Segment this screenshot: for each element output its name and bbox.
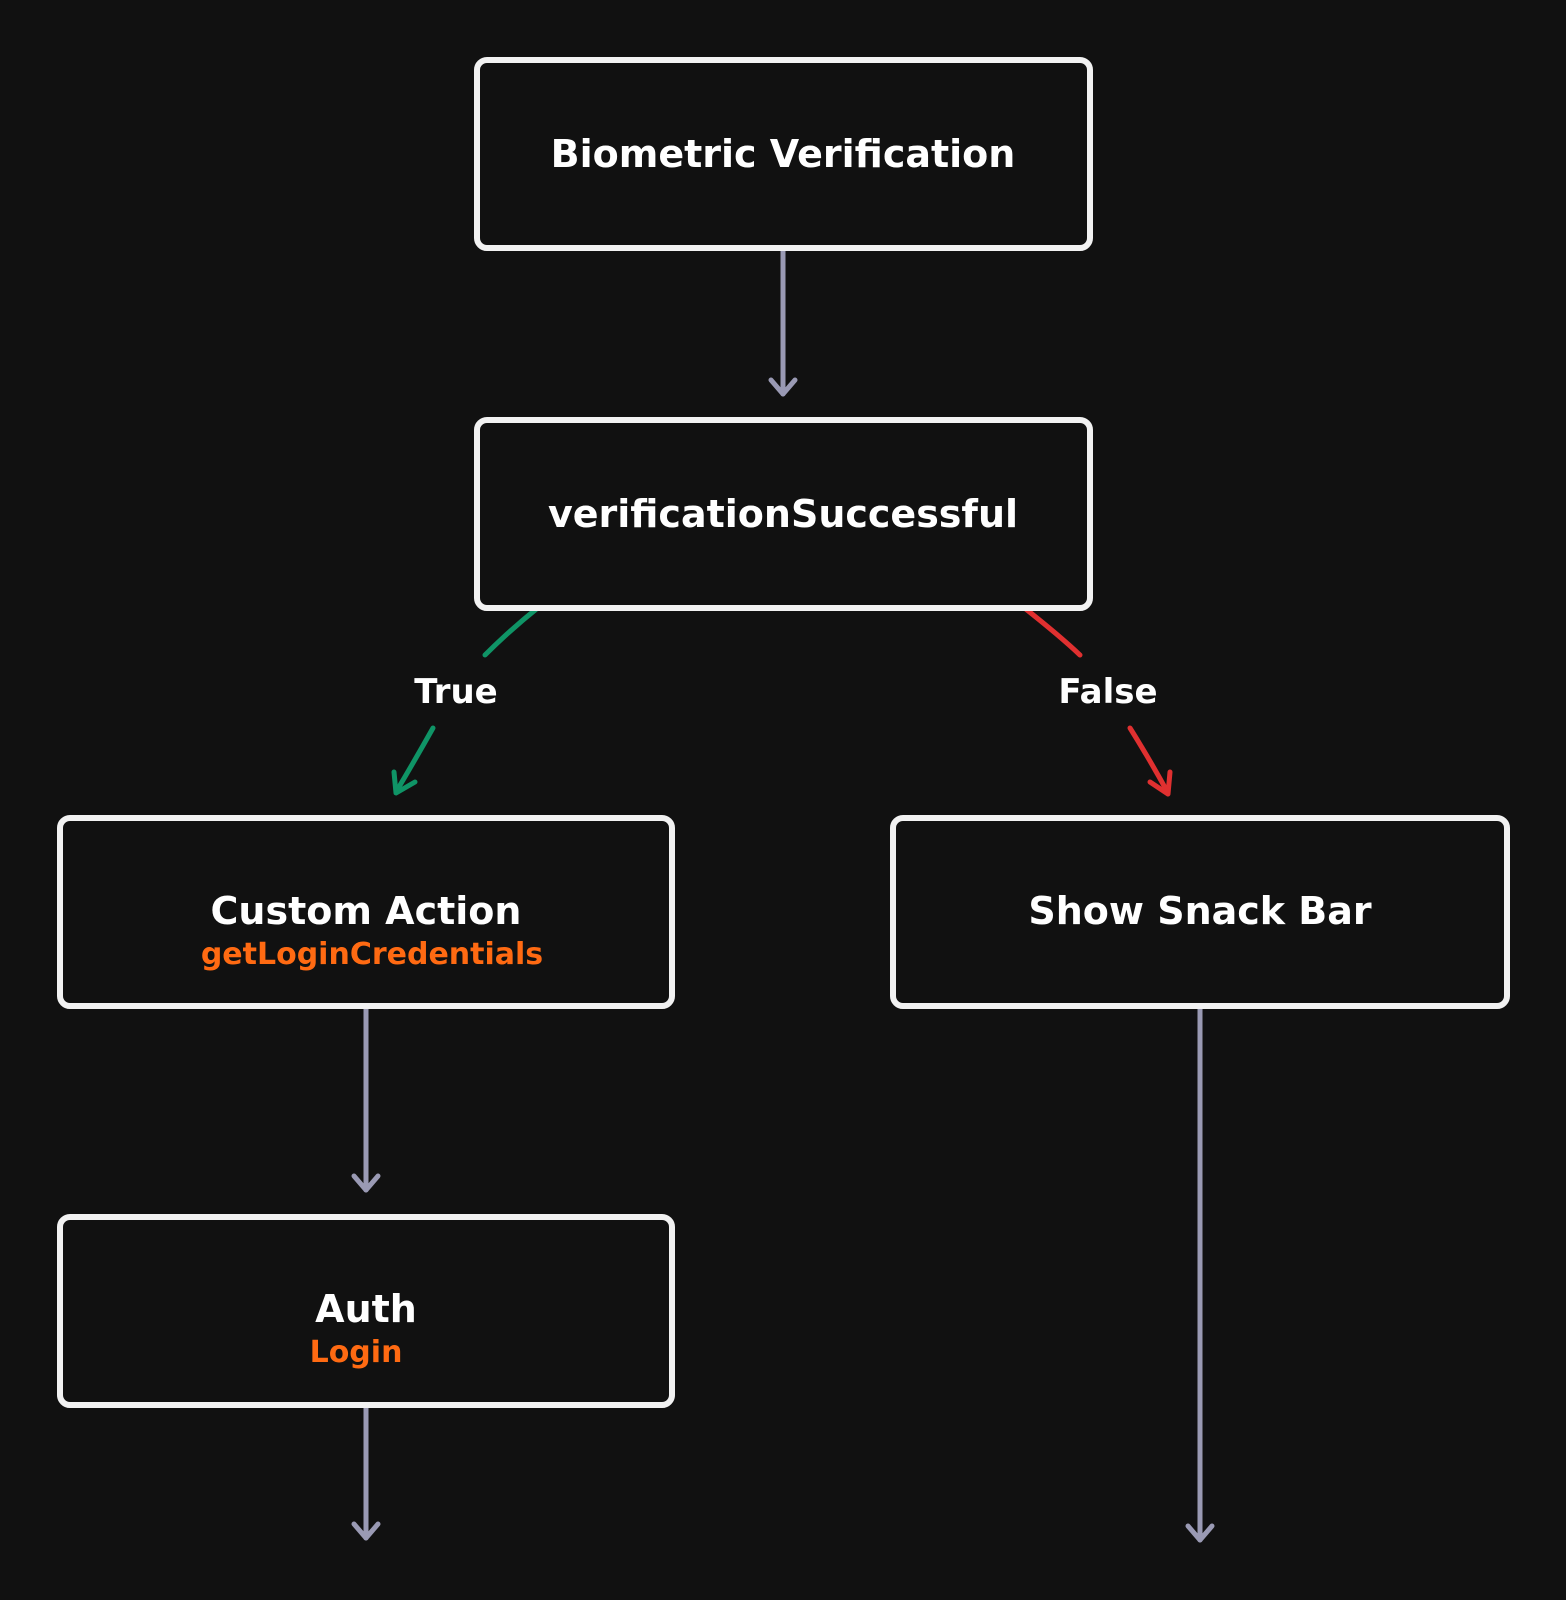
node-title: verificationSuccessful (548, 492, 1018, 536)
edge-auth-out (351, 1401, 381, 1541)
node-verification-successful[interactable]: verificationSuccessful (474, 417, 1093, 611)
node-title: Auth (315, 1287, 417, 1331)
true-label: True (414, 672, 498, 712)
node-subtitle: getLoginCredentials (201, 937, 543, 972)
arrowhead-icon (351, 1521, 381, 1541)
node-subtitle: Login (310, 1335, 403, 1370)
node-auth[interactable]: Auth Login (57, 1214, 675, 1408)
node-title: Show Snack Bar (1028, 889, 1372, 933)
edge-custom-action-to-auth (351, 1003, 381, 1193)
arrowhead-icon (1185, 1523, 1215, 1543)
edge-true-branch: True (391, 603, 543, 796)
node-title: Custom Action (211, 889, 522, 933)
node-custom-action[interactable]: Custom Action getLoginCredentials (57, 815, 675, 1009)
node-title: Biometric Verification (551, 132, 1016, 176)
arrowhead-icon (351, 1173, 381, 1193)
edge-false-branch: False (1019, 603, 1173, 797)
edge-biometric-to-condition (768, 243, 798, 397)
edge-snack-bar-out (1185, 1003, 1215, 1543)
false-label: False (1058, 672, 1157, 712)
arrowhead-icon (1147, 769, 1173, 797)
arrowhead-icon (768, 377, 798, 397)
node-show-snack-bar[interactable]: Show Snack Bar (890, 815, 1510, 1009)
node-biometric-verification[interactable]: Biometric Verification (474, 57, 1093, 251)
arrowhead-icon (391, 769, 418, 796)
